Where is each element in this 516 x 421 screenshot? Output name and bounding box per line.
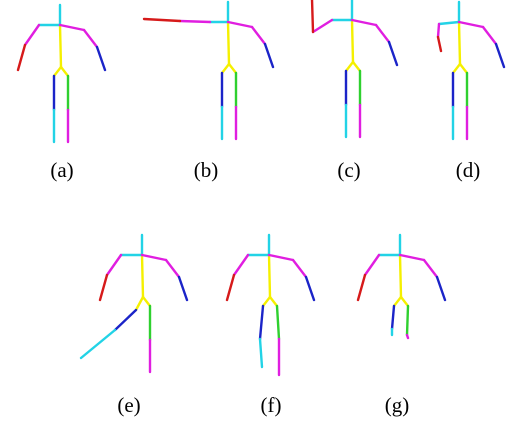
right-upper-arm-bone	[232, 253, 250, 277]
left-clavicle-bone	[350, 18, 378, 27]
right-forearm-bone	[225, 273, 236, 302]
right-forearm-bone	[356, 273, 367, 302]
left-clavicle-bone	[226, 20, 254, 29]
left-forearm-bone	[435, 275, 447, 302]
caption-b: (b)	[193, 158, 219, 182]
skeleton-figure-b	[142, 0, 275, 141]
spine-bone	[350, 18, 355, 64]
left-hip-bone	[351, 60, 362, 73]
left-forearm-bone	[177, 275, 189, 302]
skeleton-figure-e	[79, 233, 189, 374]
right-hip-bone	[134, 295, 145, 312]
left-clavicle-bone	[398, 253, 426, 262]
left-upper-arm-bone	[250, 25, 267, 46]
right-forearm-bone	[16, 43, 27, 72]
caption-f: (f)	[260, 393, 282, 417]
right-upper-arm-bone	[363, 253, 381, 277]
left-upper-arm-bone	[422, 258, 439, 279]
right-shin-bone	[258, 337, 264, 369]
skeleton-figure-f	[225, 233, 316, 377]
left-upper-arm-bone	[481, 25, 498, 46]
spine-bone	[226, 20, 231, 66]
left-hip-bone	[458, 62, 469, 75]
right-shin-bone	[79, 328, 117, 360]
caption-e: (e)	[117, 393, 141, 417]
left-upper-arm-bone	[291, 258, 308, 279]
caption-c: (c)	[337, 158, 361, 182]
right-hip-bone	[344, 60, 355, 73]
left-hip-bone	[59, 65, 70, 78]
skeleton-figure-d	[436, 0, 506, 141]
right-hip-bone	[220, 62, 231, 75]
right-upper-arm-bone	[23, 23, 41, 47]
right-forearm-bone	[98, 273, 109, 302]
left-thigh-bone	[275, 304, 281, 341]
left-clavicle-bone	[267, 253, 295, 262]
caption-a: (a)	[50, 158, 74, 182]
right-upper-arm-bone	[178, 19, 212, 24]
left-hip-bone	[141, 295, 152, 308]
right-upper-arm-bone	[436, 22, 441, 39]
right-forearm-bone	[310, 0, 315, 34]
skeleton-figure-g	[356, 233, 447, 340]
spine-bone	[398, 253, 403, 299]
left-upper-arm-bone	[164, 258, 181, 279]
left-upper-arm-bone	[82, 28, 99, 49]
caption-g: (g)	[384, 393, 410, 417]
right-hip-bone	[392, 295, 403, 308]
left-forearm-bone	[263, 42, 275, 69]
left-upper-arm-bone	[374, 23, 391, 44]
right-thigh-bone	[258, 304, 265, 341]
left-forearm-bone	[304, 275, 316, 302]
left-hip-bone	[227, 62, 238, 75]
skeleton-figure-a	[16, 3, 107, 144]
right-hip-bone	[451, 62, 462, 75]
caption-d: (d)	[455, 158, 481, 182]
right-hip-bone	[52, 65, 63, 78]
spine-bone	[457, 20, 462, 66]
left-hip-bone	[399, 295, 410, 308]
spine-bone	[267, 253, 272, 299]
right-forearm-bone	[436, 35, 443, 53]
right-thigh-bone	[390, 304, 396, 331]
left-thigh-bone	[405, 304, 410, 337]
left-forearm-bone	[95, 45, 107, 72]
left-clavicle-bone	[457, 20, 485, 29]
right-upper-arm-bone	[311, 18, 334, 34]
right-clavicle-bone	[437, 20, 461, 26]
left-forearm-bone	[387, 40, 399, 67]
left-forearm-bone	[494, 42, 506, 69]
right-upper-arm-bone	[105, 253, 123, 277]
left-clavicle-bone	[58, 23, 86, 32]
spine-bone	[58, 23, 63, 69]
right-hip-bone	[261, 295, 272, 308]
skeleton-figure-c	[310, 0, 399, 139]
left-clavicle-bone	[140, 253, 168, 262]
spine-bone	[140, 253, 145, 299]
left-hip-bone	[268, 295, 279, 308]
left-shin-bone	[405, 333, 410, 340]
right-thigh-bone	[113, 308, 138, 332]
right-forearm-bone	[142, 17, 182, 23]
